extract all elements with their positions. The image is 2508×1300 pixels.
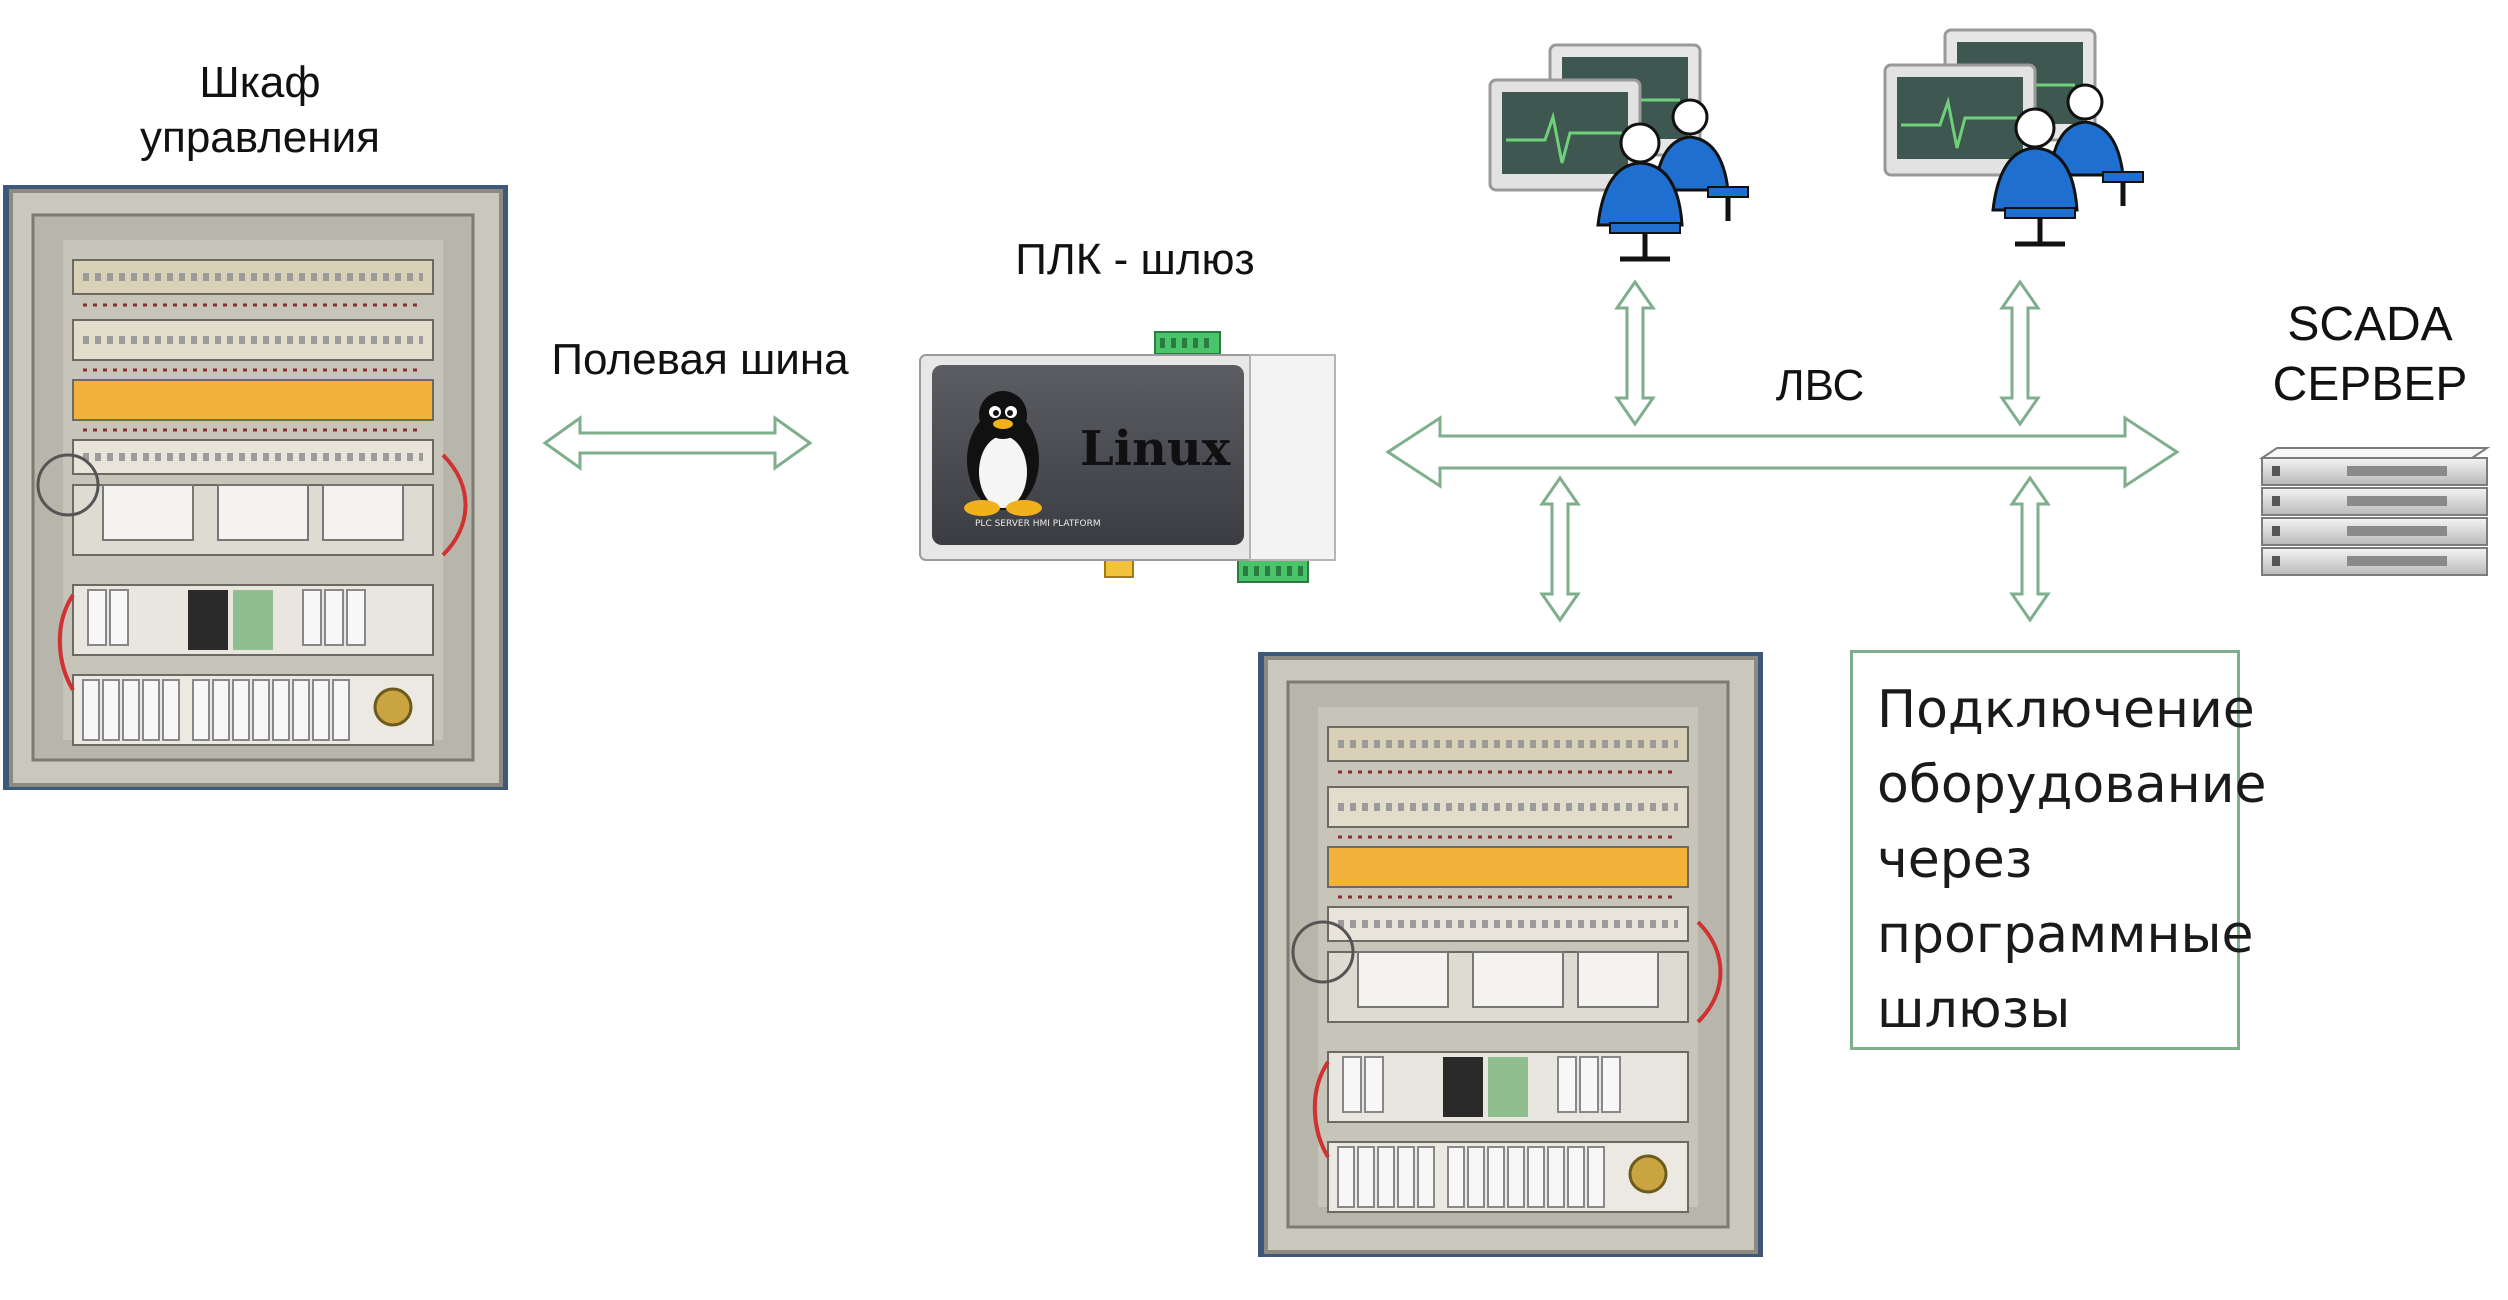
note-line: шлюзы <box>1877 980 2071 1040</box>
plc-brand-text: Linux <box>1080 421 1231 477</box>
lan-label: ЛВС <box>1775 361 1865 410</box>
gateway-link-arrow <box>2009 475 2051 623</box>
note-line: через <box>1877 830 2033 890</box>
workstation-link-arrow <box>1614 279 1656 427</box>
note-line: оборудование <box>1877 755 2267 815</box>
plc-caption-text: PLC SERVER HMI PLATFORM <box>975 519 1101 529</box>
cabinet-link-arrow <box>1539 475 1581 623</box>
operator-workstation-icon <box>1883 28 2144 247</box>
cabinet-photo <box>3 185 508 790</box>
fieldbus-label: Полевая шина <box>551 335 849 384</box>
tux-penguin-icon <box>964 391 1042 516</box>
note-line: Подключение <box>1877 680 2255 740</box>
note-line: программные <box>1877 905 2254 965</box>
plc-gateway-device: Linux PLC SERVER HMI PLATFORM <box>919 331 1336 583</box>
lan-bus-arrow <box>1385 415 2180 489</box>
plc-gateway-label: ПЛК - шлюз <box>1015 235 1255 284</box>
scada-server-label: SCADA СЕРВЕР <box>2272 298 2468 411</box>
workstation-link-arrow <box>1999 279 2041 427</box>
cabinet-photo <box>1258 652 1763 1257</box>
operator-workstation-icon <box>1488 43 1749 262</box>
gateway-note-box: Подключение оборудование через программн… <box>1850 650 2267 1050</box>
cabinet-title: Шкаф управления <box>140 58 380 162</box>
fieldbus-arrow <box>542 415 813 471</box>
server-rack-icon <box>2258 447 2491 576</box>
